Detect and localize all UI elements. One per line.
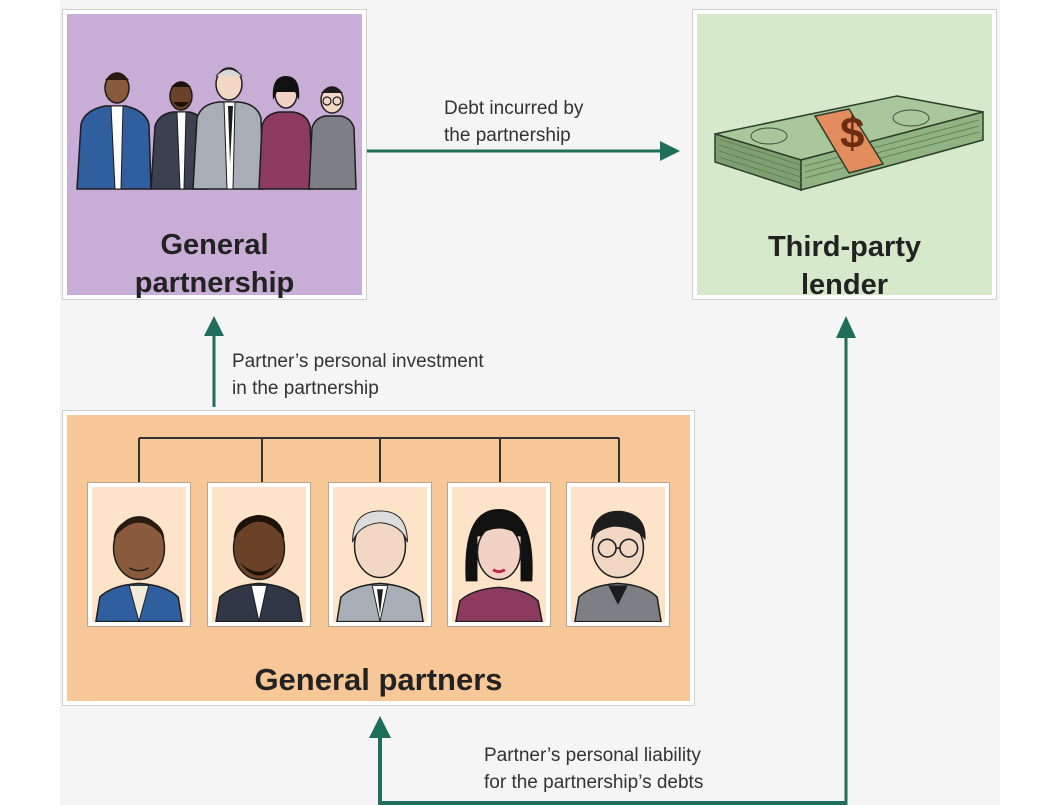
partner-portrait-3 bbox=[328, 482, 432, 627]
partner-portrait-5 bbox=[566, 482, 670, 627]
general-partners-title: General partners bbox=[254, 662, 503, 697]
man-beard-icon bbox=[215, 514, 303, 622]
older-man-icon bbox=[336, 510, 424, 622]
third-party-lender-panel: $ Third-party lender bbox=[697, 14, 992, 301]
liability-arrow-label: Partner’s personal liability for the par… bbox=[484, 745, 704, 793]
general-partnership-box: General partnership bbox=[62, 9, 367, 300]
man-blue-suit-icon bbox=[95, 516, 183, 622]
woman-portrait-icon bbox=[455, 508, 543, 622]
third-party-lender-box: $ Third-party lender bbox=[692, 9, 997, 301]
debt-arrow-label: Debt incurred by the partnership bbox=[444, 98, 584, 146]
general-partnership-panel: General partnership bbox=[67, 14, 362, 299]
business-people-group-icon bbox=[76, 67, 357, 190]
third-party-lender-title: Third-party lender bbox=[767, 231, 922, 301]
partner-portrait-2 bbox=[207, 482, 311, 627]
partner-portrait-1 bbox=[87, 482, 191, 627]
general-partnership-title: General partnership bbox=[134, 229, 295, 299]
investment-arrow-label: Partner’s personal investment in the par… bbox=[232, 351, 484, 399]
man-glasses-icon bbox=[574, 510, 662, 622]
money-stack-icon: $ bbox=[714, 95, 984, 192]
svg-text:$: $ bbox=[840, 109, 864, 158]
partner-portrait-4 bbox=[447, 482, 551, 627]
